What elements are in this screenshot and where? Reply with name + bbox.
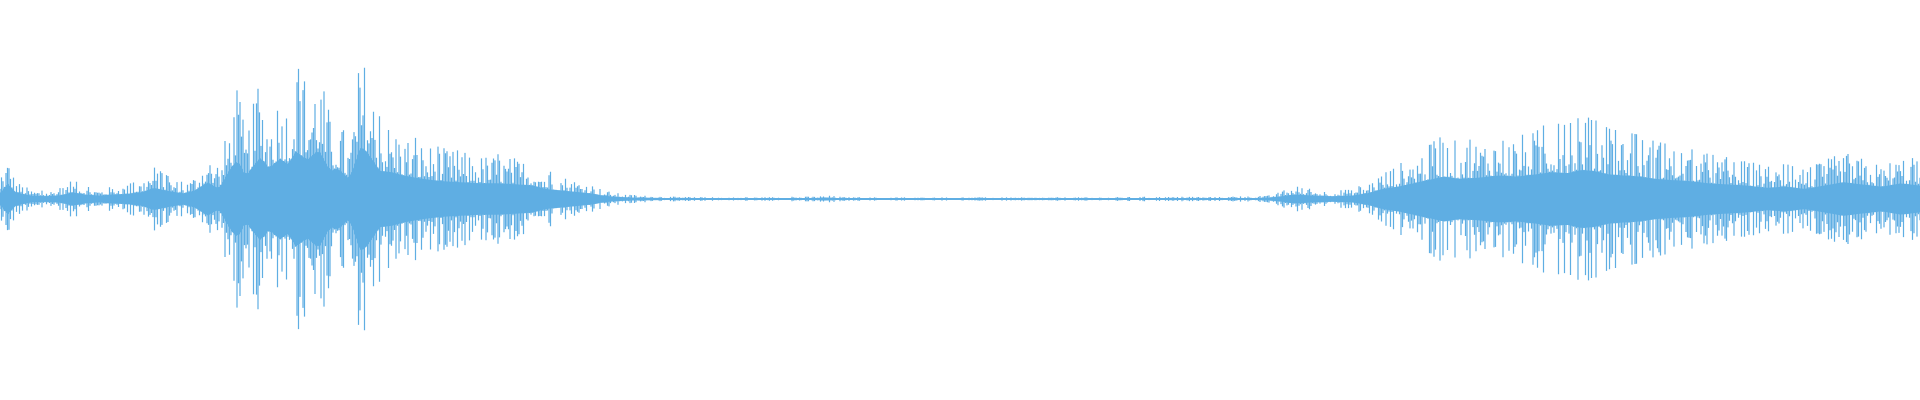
waveform-bars (0, 67, 1920, 331)
waveform-body (0, 148, 1920, 250)
